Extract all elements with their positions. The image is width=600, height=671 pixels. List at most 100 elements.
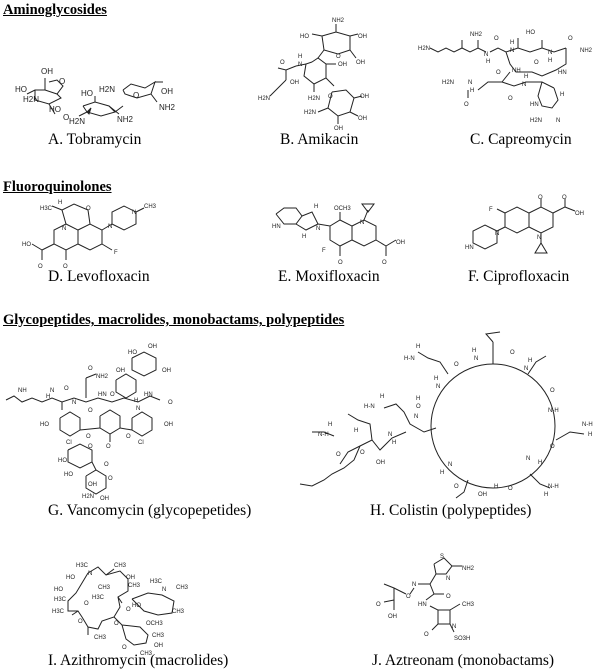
atom-label: N-H: [548, 484, 559, 490]
caption-vancomycin: G. Vancomycin (glycopepetides): [48, 502, 252, 519]
atom-label: NH: [18, 388, 27, 394]
atom-label: N-H: [318, 432, 329, 438]
structure-colistin: H-N H O N H O N H H N O N-H H N O H-N H …: [299, 331, 593, 499]
atom-label: CH3: [98, 585, 111, 591]
atom-label: CH3: [172, 609, 185, 615]
atom-label: H: [528, 358, 532, 364]
atom-label: O: [338, 260, 343, 266]
caption-azithromycin: I. Azithromycin (macrolides): [48, 652, 229, 669]
atom-label: O: [360, 450, 365, 456]
atom-label: O: [78, 619, 83, 625]
atom-label: N: [388, 432, 392, 438]
atom-label: O: [59, 77, 65, 86]
caption-levofloxacin: D. Levofloxacin: [48, 268, 150, 285]
atom-label: HO: [54, 587, 63, 593]
atom-label: H2N: [23, 95, 39, 104]
atom-label: O: [106, 444, 111, 450]
atom-label: H3C: [76, 563, 89, 569]
atom-label: N: [510, 48, 514, 54]
atom-label: HO: [128, 350, 137, 356]
atom-label: O: [126, 607, 131, 613]
structure-azithromycin: H3C N CH3 HO OH HO CH3 CH3 H3C H3C N CH3…: [52, 563, 189, 657]
atom-label: H: [134, 398, 138, 404]
atom-label: N-H: [582, 422, 593, 428]
structure-moxifloxacin: H OCH3 HN N N H F OH O O: [272, 203, 405, 266]
atom-label: HN: [144, 392, 153, 398]
atom-label: CH3: [94, 635, 107, 641]
atom-label: O: [550, 444, 555, 450]
atom-label: O: [86, 206, 91, 212]
atom-label: N: [360, 220, 364, 226]
atom-label: H: [510, 40, 514, 46]
atom-label: H: [416, 344, 420, 350]
atom-label: N: [452, 624, 456, 630]
atom-label: O: [446, 594, 451, 600]
atom-label: O: [494, 36, 499, 42]
atom-label: N: [468, 80, 472, 86]
atom-label: H: [434, 376, 438, 382]
atom-label: N: [316, 226, 320, 232]
atom-label: NH2: [462, 566, 475, 572]
atom-label: N: [298, 62, 302, 68]
atom-label: N: [446, 576, 450, 582]
atom-label: H: [46, 394, 50, 400]
atom-label: H: [524, 74, 528, 80]
atom-label: OH: [290, 80, 299, 86]
atom-label: Cl: [66, 440, 72, 446]
caption-capreomycin: C. Capreomycin: [470, 131, 572, 148]
atom-label: F: [322, 248, 326, 254]
atom-label: O: [568, 36, 573, 42]
atom-label: O: [104, 462, 109, 468]
caption-ciprofloxacin: F. Ciprofloxacin: [468, 268, 570, 285]
atom-label: HO: [15, 85, 27, 94]
atom-label: N: [88, 571, 92, 577]
caption-tobramycin: A. Tobramycin: [48, 131, 142, 148]
atom-label: O: [168, 400, 173, 406]
atom-label: O: [88, 366, 93, 372]
atom-label: O: [454, 484, 459, 490]
atom-label: O: [328, 94, 333, 100]
atom-label: CH3: [176, 585, 189, 591]
atom-label: H: [302, 234, 306, 240]
atom-label: O: [86, 434, 91, 440]
atom-label: O: [416, 404, 421, 410]
atom-label: N: [162, 587, 166, 593]
atom-label: H2N: [308, 96, 320, 102]
atom-label: HO: [66, 575, 75, 581]
atom-label: O: [376, 602, 381, 608]
atom-label: H-N: [404, 356, 415, 362]
atom-label: CH3: [144, 204, 157, 210]
atom-label: NH2: [580, 48, 593, 54]
atom-label: O: [550, 388, 555, 394]
atom-label: F: [489, 207, 493, 213]
atom-label: H: [328, 422, 332, 428]
atom-label: N: [537, 235, 541, 241]
atom-label: OH: [338, 62, 347, 68]
atom-label: H: [440, 470, 444, 476]
atom-label: N-H: [548, 408, 559, 414]
atom-label: O: [508, 96, 513, 102]
atom-label: NH2: [96, 374, 109, 380]
atom-label: NH2: [159, 103, 176, 112]
atom-label: OCH3: [146, 621, 163, 627]
atom-label: O: [336, 54, 341, 60]
atom-label: HO: [64, 472, 73, 478]
structure-levofloxacin: H H3C O N CH3 N N HO F O O: [22, 200, 157, 270]
atom-label: HO: [81, 89, 93, 98]
atom-label: H: [588, 432, 592, 438]
atom-label: O: [64, 386, 69, 392]
structure-capreomycin: H2N NH2 O N H H N HO O H N O NH2 O NH HN…: [418, 30, 593, 124]
atom-label: N: [436, 384, 440, 390]
atom-label: H2N: [82, 494, 94, 500]
atom-label: OH: [376, 460, 385, 466]
atom-label: OH: [356, 60, 365, 66]
atom-label: H2N: [304, 110, 316, 116]
atom-label: O: [133, 91, 139, 100]
atom-label: N: [50, 388, 54, 394]
atom-label: OCH3: [334, 206, 351, 212]
structure-aztreonam: S NH2 N N O O O HN CH3 OH N O SO3H: [376, 554, 475, 642]
caption-moxifloxacin: E. Moxifloxacin: [278, 268, 380, 285]
atom-label: N: [136, 406, 140, 412]
atom-label: H3C: [52, 609, 65, 615]
atom-label: O: [114, 621, 119, 627]
